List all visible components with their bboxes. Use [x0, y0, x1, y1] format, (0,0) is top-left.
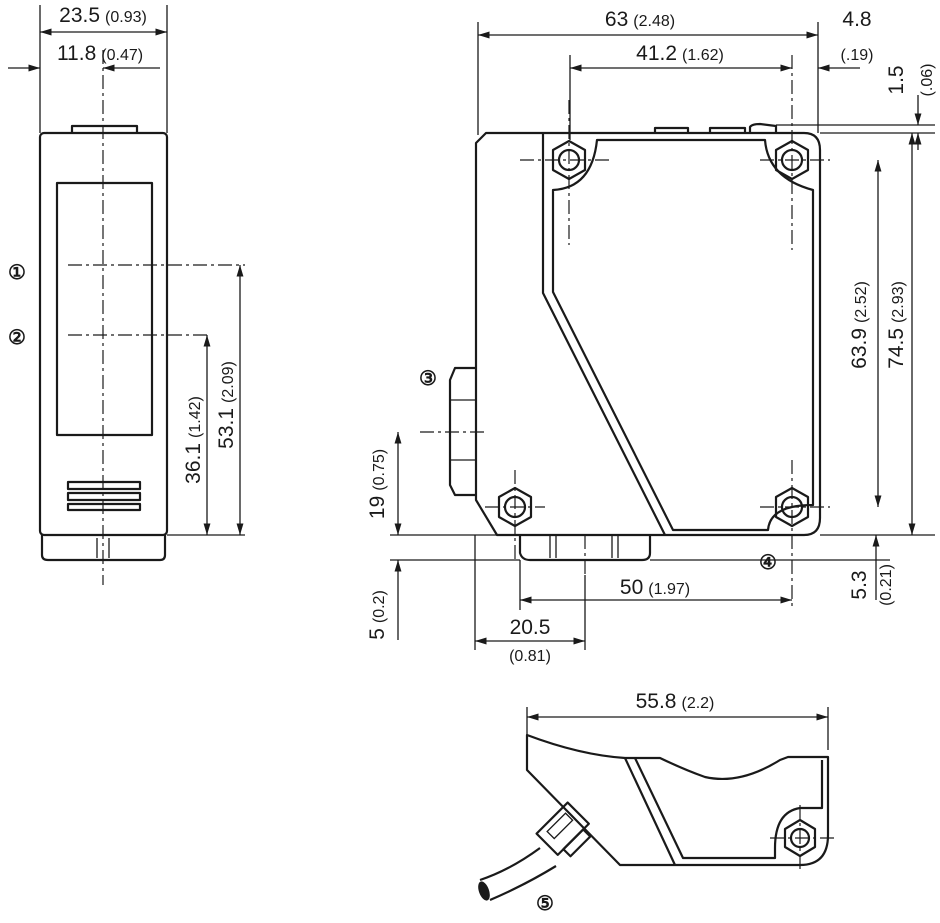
dim-hole-spacing-v: 63.9(2.52)	[848, 281, 871, 369]
dim-height-receiver: 36.1(1.42)	[182, 396, 205, 484]
bottom-connector	[518, 535, 652, 562]
callout-4: ④	[759, 552, 777, 574]
dim-top-step-mm: 1.5	[885, 65, 908, 94]
callout-1: ①	[8, 262, 26, 284]
dim-hole-offset-right-in: (.19)	[841, 47, 874, 64]
callout-3: ③	[419, 368, 437, 390]
side-housing	[474, 131, 822, 537]
dim-half-width-side: 11.8(0.47)	[57, 42, 143, 65]
dim-height-total: 74.5(2.93)	[885, 281, 908, 369]
front-connector	[40, 535, 167, 562]
side-view	[420, 55, 830, 610]
dim-connector-height: 19(0.75)	[366, 449, 389, 519]
cable-variant-housing	[525, 733, 830, 867]
callout-5: ⑤	[536, 893, 554, 915]
dim-bottom-step-in: (0.21)	[878, 564, 895, 606]
dim-hole-spacing-h: 41.2(1.62)	[636, 42, 724, 65]
dim-height-sender: 53.1(2.09)	[215, 361, 238, 449]
top-indicators	[653, 122, 778, 133]
dim-top-step-in: (.06)	[919, 64, 936, 97]
cable-variant-view	[478, 733, 835, 902]
dim-hole-offset-right-mm: 4.8	[842, 8, 871, 31]
dim-connector-offset-in: (0.81)	[509, 648, 551, 665]
vent-slots	[66, 480, 142, 512]
front-top-tab	[70, 124, 139, 133]
side-panel	[551, 138, 815, 532]
cable	[479, 847, 557, 902]
callout-2: ②	[8, 327, 26, 349]
cable-gland	[535, 801, 592, 858]
dim-bottom-connector-length: 50(1.97)	[620, 576, 690, 599]
dim-width-side: 23.5(0.93)	[59, 4, 147, 27]
dim-cable-variant-length: 55.8(2.2)	[636, 690, 715, 713]
dim-length-total: 63(2.48)	[605, 8, 675, 31]
optics-window	[55, 181, 154, 437]
front-view	[38, 50, 245, 585]
dim-bottom-step-mm: 5.3	[848, 570, 871, 599]
dim-connector-offset-mm: 20.5	[510, 616, 551, 639]
dim-bottom-offset: 5(0.2)	[366, 590, 389, 640]
